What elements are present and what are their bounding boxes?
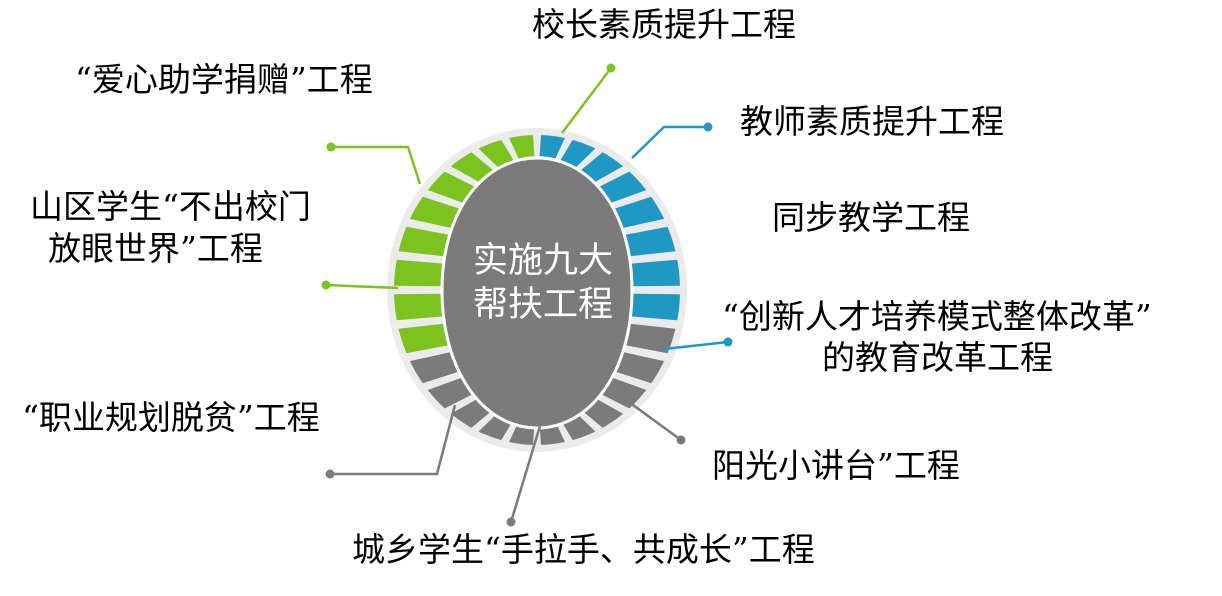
label-sync: 同步教学工程 — [772, 198, 970, 237]
label-career: “职业规划脱贫”工程 — [22, 398, 320, 437]
ring-segment — [539, 135, 565, 159]
label-principal: 校长素质提升工程 — [532, 5, 796, 44]
dot-urban-rural — [506, 517, 516, 527]
label-sunshine: 阳光小讲台”工程 — [712, 446, 960, 485]
ring-segment — [629, 259, 680, 287]
label-mountain-line2: 放眼世界”工程 — [48, 229, 263, 268]
ring-segment — [427, 171, 477, 204]
connector-innovation — [663, 340, 729, 351]
ring-segment — [622, 226, 676, 257]
ring-segment — [597, 171, 647, 204]
label-love: “爱心助学捐赠”工程 — [75, 60, 373, 99]
center-title-line2: 帮扶工程 — [472, 284, 613, 325]
ring-segments — [394, 135, 680, 445]
connector-teacher — [631, 125, 708, 159]
center-core — [440, 156, 634, 430]
dot-principal — [606, 63, 616, 73]
ring-segment — [622, 323, 676, 354]
connector-principal — [561, 67, 612, 134]
dot-mountain-top — [326, 142, 336, 152]
ring-segment — [409, 196, 462, 229]
dot-innovation — [723, 337, 733, 347]
connector-mountain-top — [331, 145, 422, 185]
ring-segment — [597, 376, 647, 409]
connector-career — [330, 404, 457, 476]
label-mountain-line1: 山区学生“不出校门 — [30, 187, 311, 226]
ring-segment — [478, 139, 514, 168]
ring-segment — [629, 293, 680, 321]
ring-segment — [612, 196, 665, 229]
ring-segment — [398, 323, 452, 354]
ring-segment — [409, 351, 462, 384]
ring-segment — [509, 135, 535, 159]
ring-segment — [580, 152, 623, 183]
ring-segment — [451, 152, 494, 183]
ring-segment — [612, 351, 665, 384]
center-title: 实施九大 帮扶工程 — [454, 240, 632, 328]
ring-segment — [394, 259, 445, 287]
dot-career — [325, 469, 335, 479]
ring-segment — [427, 376, 477, 409]
label-teacher: 教师素质提升工程 — [740, 102, 1004, 141]
ring-segment — [394, 293, 445, 321]
dot-sunshine — [676, 435, 686, 445]
label-innovation-line1: “创新人才培养模式整体改革” — [722, 297, 1152, 336]
center-title-line1: 实施九大 — [472, 241, 613, 281]
ring-segment — [560, 139, 596, 168]
connector-urban-rural — [509, 425, 542, 523]
ring-segment — [398, 226, 452, 257]
connector-sunshine — [621, 395, 682, 442]
dot-mountain-bottom — [321, 280, 331, 290]
label-urban-rural: 城乡学生“手拉手、共成长”工程 — [352, 530, 815, 569]
label-innovation-line2: 的教育改革工程 — [822, 338, 1053, 377]
connector-mountain-bottom — [325, 283, 399, 290]
dot-teacher — [703, 122, 713, 132]
